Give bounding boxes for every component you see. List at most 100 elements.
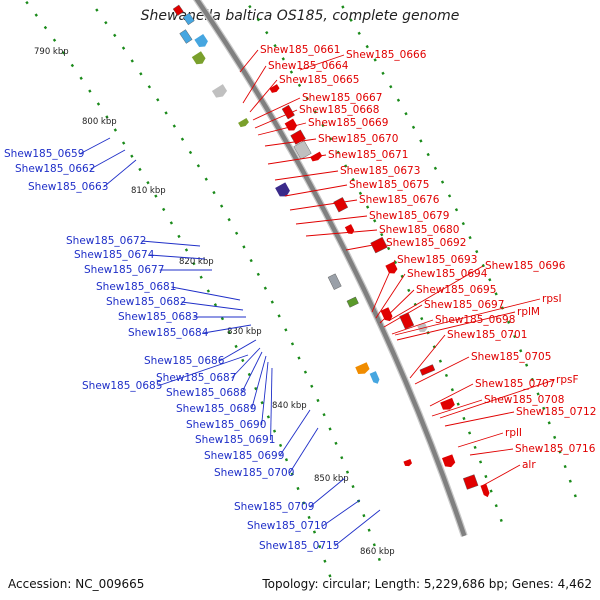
gene-feature (419, 364, 436, 376)
reverse-leader-line (171, 286, 241, 301)
gene-feature (399, 312, 415, 330)
reverse-gene-label: Shew185_0690 (186, 419, 266, 431)
forward-leader-line (289, 199, 358, 211)
forward-leader-line (396, 311, 516, 341)
forward-gene-label: Shew185_0707 (475, 378, 555, 390)
forward-gene-label: Shew185_0694 (407, 268, 488, 280)
gene-arrow (238, 117, 249, 128)
gene-arrow (369, 371, 380, 384)
reverse-leader-line (270, 367, 273, 441)
reverse-gene-label: Shew185_0689 (176, 403, 256, 415)
gene-arrow (191, 51, 206, 65)
forward-gene-label: Shew185_0705 (471, 351, 551, 363)
reverse-leader-line (219, 339, 257, 362)
forward-leader-line (469, 448, 514, 456)
forward-gene-label: Shew185_0695 (416, 284, 496, 296)
forward-gene-label: rplI (505, 427, 522, 439)
forward-leader-line (267, 154, 327, 165)
reverse-leader-line (79, 137, 111, 155)
forward-gene-label: Shew185_0701 (447, 329, 527, 341)
reverse-leader-line (231, 347, 261, 379)
gene-arrow (211, 84, 228, 98)
forward-gene-label: rplM (517, 306, 540, 318)
forward-gene-label: Shew185_0668 (299, 104, 379, 116)
reverse-leader-line (203, 324, 252, 334)
reverse-gene-label: Shew185_0662 (15, 163, 95, 175)
forward-gene-label: Shew185_0676 (359, 194, 440, 206)
reverse-leader-line (251, 355, 267, 410)
gene-feature (462, 474, 479, 490)
forward-leader-line (383, 304, 423, 328)
reverse-gene-label: Shew185_0687 (156, 372, 236, 384)
forward-gene-label: Shew185_0679 (369, 210, 449, 222)
forward-leader-line (375, 273, 406, 319)
reverse-gene-label: Shew185_0691 (195, 434, 275, 446)
forward-leader-line (379, 289, 415, 324)
reverse-leader-line (261, 361, 269, 426)
backbone-arc (194, 0, 467, 537)
forward-gene-label: rpsI (542, 293, 562, 305)
forward-leader-line (394, 298, 541, 336)
forward-leader-line (254, 109, 298, 129)
gene-arrow (403, 458, 412, 467)
reverse-gene-label: Shew185_0682 (106, 296, 186, 308)
forward-leader-line (481, 464, 521, 487)
reverse-leader-line (322, 499, 361, 527)
forward-leader-line (391, 319, 434, 335)
forward-leader-line (414, 356, 470, 385)
tick-label: 850 kbp (314, 474, 349, 484)
forward-gene-label: Shew185_0670 (318, 133, 398, 145)
reverse-gene-label: Shew185_0709 (234, 501, 314, 513)
reverse-gene-label: Shew185_0700 (214, 467, 294, 479)
forward-leader-line (257, 122, 307, 136)
forward-gene-label: Shew185_0697 (424, 299, 504, 311)
gene-arrow (440, 397, 455, 410)
reverse-leader-line (149, 254, 206, 260)
forward-leader-line (295, 215, 368, 225)
reverse-gene-label: Shew185_0674 (74, 249, 155, 261)
forward-leader-line (345, 242, 385, 251)
gene-arrow (480, 483, 490, 498)
gene-feature (346, 296, 359, 308)
reverse-gene-label: Shew185_0663 (28, 181, 108, 193)
forward-gene-label: Shew185_0708 (484, 394, 564, 406)
forward-gene-label: Shew185_0712 (516, 406, 596, 418)
reverse-gene-label: Shew185_0688 (166, 387, 246, 399)
gene-feature (333, 197, 349, 213)
reverse-leader-line (309, 477, 346, 508)
reverse-leader-line (279, 409, 311, 457)
forward-leader-line (274, 170, 339, 181)
tick-label: 830 kbp (227, 327, 262, 337)
forward-leader-line (431, 399, 483, 417)
forward-gene-label: Shew185_0675 (349, 179, 429, 191)
reverse-gene-label: Shew185_0699 (204, 450, 284, 462)
forward-leader-line (299, 54, 345, 71)
forward-leader-line (305, 229, 378, 237)
topology-text: Topology: circular; Length: 5,229,686 bp… (262, 577, 592, 591)
reverse-leader-line (90, 149, 126, 170)
reverse-leader-line (181, 301, 244, 311)
reverse-leader-line (241, 351, 263, 394)
forward-leader-line (444, 411, 515, 427)
forward-leader-line (284, 184, 348, 197)
forward-gene-label: Shew185_0671 (328, 149, 408, 161)
tick-label: 800 kbp (82, 117, 117, 127)
forward-leader-line (429, 383, 474, 407)
forward-gene-label: rpsF (556, 374, 579, 386)
forward-gene-label: Shew185_0680 (379, 224, 459, 236)
gene-arrow (417, 322, 428, 333)
reverse-leader-line (289, 427, 319, 474)
reverse-leader-line (334, 509, 381, 547)
forward-gene-label: Shew185_0665 (279, 74, 359, 86)
forward-leader-line (439, 379, 555, 419)
reverse-gene-label: Shew185_0677 (84, 264, 164, 276)
forward-leader-line (252, 97, 301, 121)
gene-feature (182, 12, 195, 26)
forward-gene-label: Shew185_0661 (260, 44, 340, 56)
gene-arrow (269, 84, 280, 93)
forward-gene-label: Shew185_0669 (308, 117, 388, 129)
forward-gene-label: Shew185_0698 (435, 314, 515, 326)
gene-feature (370, 236, 388, 254)
